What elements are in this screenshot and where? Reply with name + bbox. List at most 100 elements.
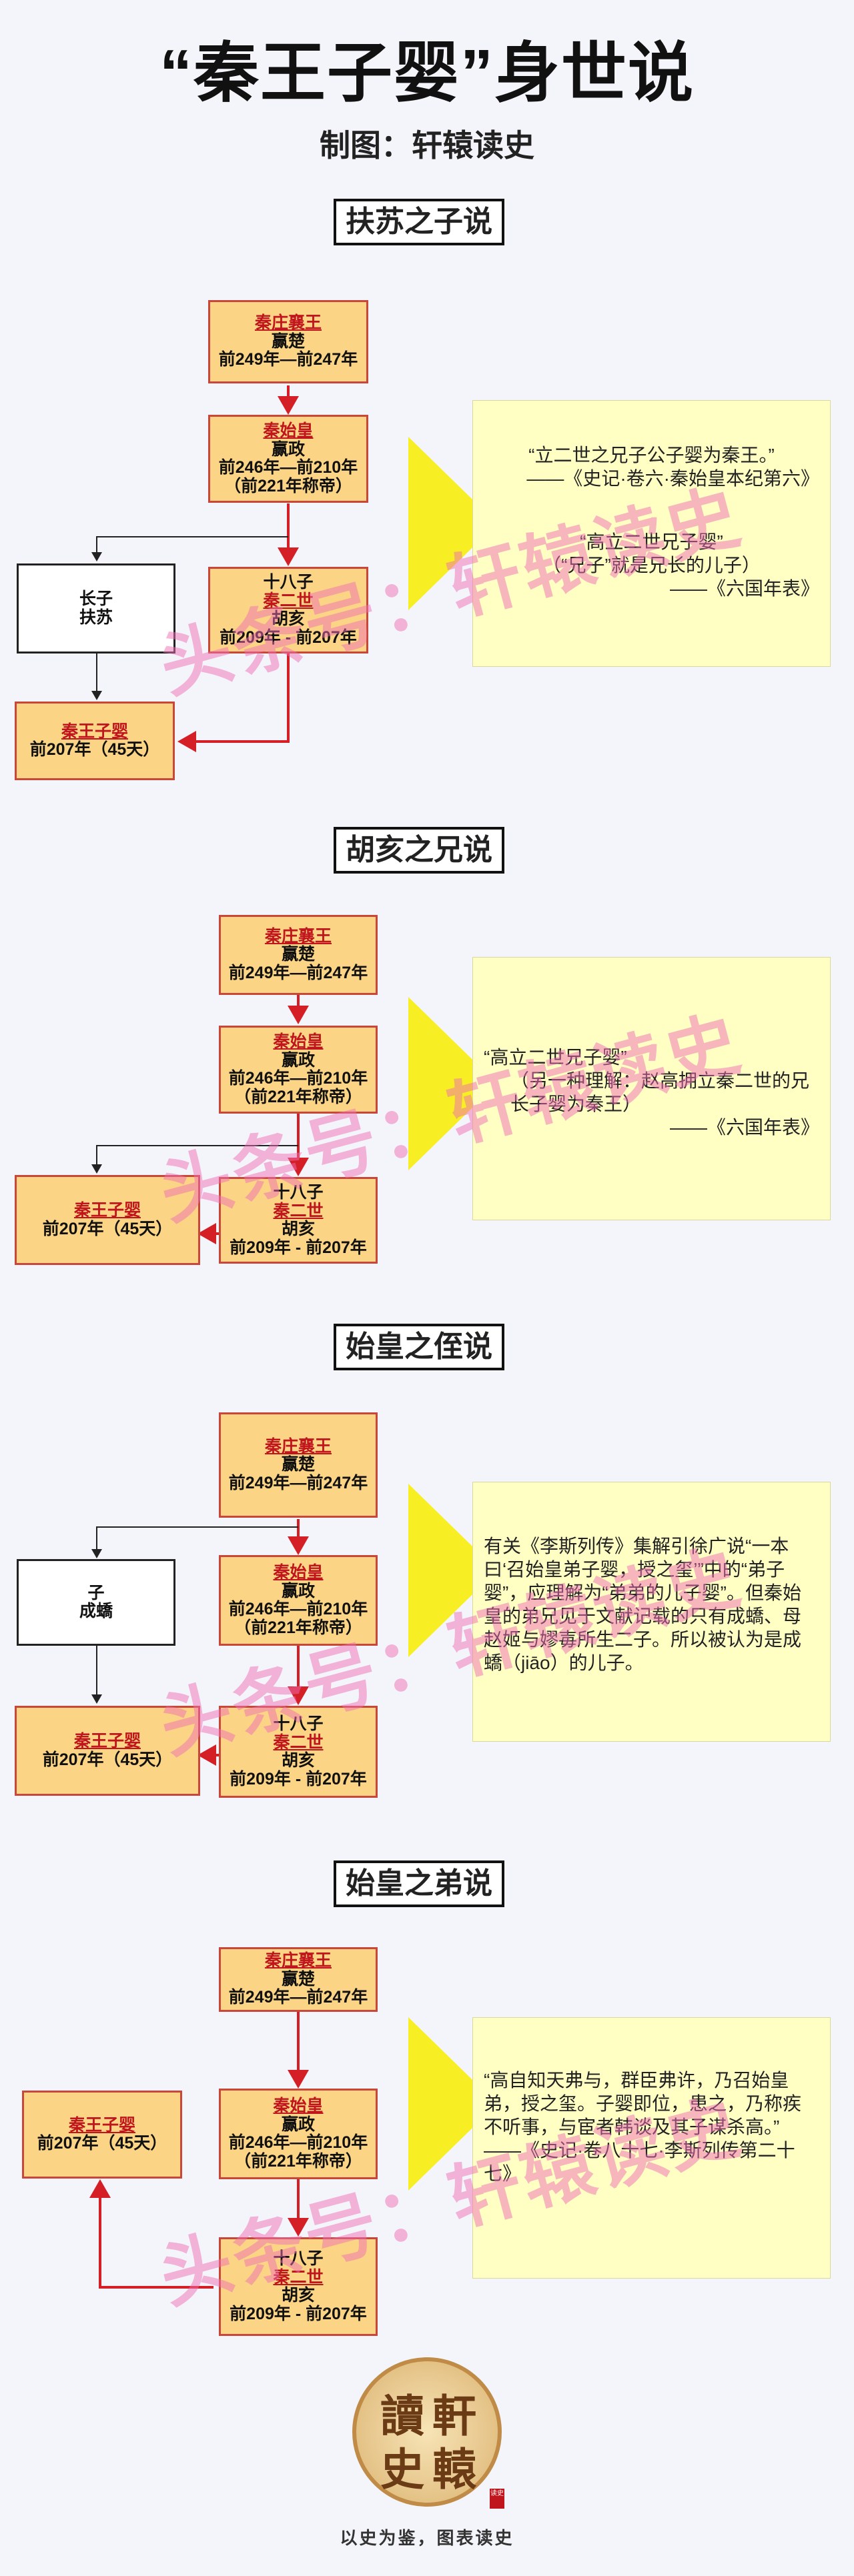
node-reign: 前209年 - 前207年 <box>220 627 357 647</box>
node-given-name: 胡亥 <box>281 2286 315 2305</box>
node-name: 秦始皇 <box>273 1032 324 1051</box>
node-reign: 前209年 - 前207年 <box>230 1769 367 1788</box>
node-given-name: 赢政 <box>281 1581 315 1600</box>
node-name: 秦庄襄王 <box>254 313 322 333</box>
logo-char: 軒 <box>432 2390 476 2442</box>
quote-box: “高立二世兄子婴” （另一种理解：赵高拥立秦二世的兄长子婴为秦王） ——《六国年… <box>472 957 831 1220</box>
node-reign: 前207年（45天） <box>29 740 160 759</box>
node-qin-ershi: 十八子 秦二世 胡亥 前209年 - 前207年 <box>208 567 368 654</box>
node-given-name: 赢政 <box>281 1050 315 1070</box>
node-reign: 前249年—前247年 <box>228 1473 368 1492</box>
quote-line: “高自知天弗与，群臣弗许，乃召始皇弟，授之玺。子婴即位，患之，乃称疾不听事，与宦… <box>484 2070 802 2137</box>
node-given-name: 赢政 <box>271 439 305 459</box>
quote-line: （另一种理解：赵高拥立秦二世的兄长子婴为秦王） <box>510 1070 810 1114</box>
node-reign: 前246年—前210年 <box>228 2133 368 2152</box>
quote-line: “高立二世兄子婴” <box>580 531 723 552</box>
node-name: 秦王子婴 <box>73 1732 141 1750</box>
node-reign: 前249年—前247年 <box>228 963 368 982</box>
quote-box: 有关《李斯列传》集解引徐广说“一本曰‘召始皇弟子婴，授之玺’”中的“弟子婴”，应… <box>472 1482 831 1742</box>
node-reign: 前207年（45天） <box>37 2134 167 2153</box>
node-name: 秦庄襄王 <box>264 1436 332 1456</box>
quote-line: 有关《李斯列传》集解引徐广说“一本曰‘召始皇弟子婴，授之玺’”中的“弟子婴”，应… <box>484 1536 802 1673</box>
node-reign: 前249年—前247年 <box>218 350 358 369</box>
node-name: 秦二世 <box>263 591 314 610</box>
node-reign: 前249年—前247年 <box>228 1988 368 2007</box>
section-heading: 胡亥之兄说 <box>334 827 504 874</box>
logo-char: 轅 <box>432 2443 476 2495</box>
node-name: 秦始皇 <box>273 2097 324 2115</box>
node-ziying: 秦王子婴 前207年（45天） <box>15 1706 200 1796</box>
node-reign: 前207年（45天） <box>42 1219 173 1238</box>
section-2-pointer <box>408 997 497 1170</box>
node-name: 秦王子婴 <box>61 722 128 741</box>
quote-box: “高自知天弗与，群臣弗许，乃召始皇弟，授之玺。子婴即位，患之，乃称疾不听事，与宦… <box>472 2017 831 2279</box>
logo-stamp: 读史 <box>490 2489 504 2509</box>
node-qin-shihuang: 秦始皇 赢政 前246年—前210年 （前221年称帝） <box>219 1555 378 1646</box>
quote-source: ——《六国年表》 <box>669 578 819 599</box>
brand-logo <box>352 2357 502 2507</box>
node-chengjiao: 子 成蟜 <box>17 1559 175 1646</box>
node-qin-zhuangxiang: 秦庄襄王 赢楚 前249年—前247年 <box>219 1947 378 2012</box>
logo-char: 讀 <box>380 2390 424 2442</box>
quote-line: （“兄子”就是兄长的儿子） <box>542 555 761 575</box>
node-given-name: 胡亥 <box>281 1751 315 1770</box>
node-rank: 十八子 <box>273 2249 324 2268</box>
node-rank: 长子 <box>79 589 113 608</box>
node-name: 秦始皇 <box>263 421 314 440</box>
node-given-name: 赢政 <box>281 2115 315 2134</box>
node-note: （前221年称帝） <box>234 2151 362 2171</box>
node-qin-ershi: 十八子 秦二世 胡亥 前209年 - 前207年 <box>219 1706 378 1798</box>
node-qin-ershi: 十八子 秦二世 胡亥 前209年 - 前207年 <box>219 2237 378 2336</box>
node-name: 秦王子婴 <box>73 1201 141 1220</box>
section-heading: 始皇之侄说 <box>334 1324 504 1370</box>
node-name: 秦二世 <box>273 1732 324 1752</box>
section-heading: 扶苏之子说 <box>334 199 504 245</box>
node-given-name: 赢楚 <box>271 331 305 351</box>
node-given-name: 赢楚 <box>281 1969 315 1989</box>
node-reign: 前209年 - 前207年 <box>230 1238 367 1257</box>
quote-source: ——《六国年表》 <box>669 1117 819 1138</box>
page-title: “秦王子婴”身世说 <box>159 36 695 109</box>
node-ziying: 秦王子婴 前207年（45天） <box>15 1175 200 1265</box>
node-given-name: 胡亥 <box>281 1220 315 1238</box>
node-reign: 前246年—前210年 <box>228 1600 368 1618</box>
node-note: （前221年称帝） <box>234 1618 362 1637</box>
quote-line: “立二世之兄子公子婴为秦王。” <box>528 445 775 465</box>
node-qin-zhuangxiang: 秦庄襄王 赢楚 前249年—前247年 <box>219 915 378 995</box>
node-given-name: 赢楚 <box>281 945 315 964</box>
section-1-pointer <box>408 437 497 610</box>
section-4-connectors <box>89 2012 497 2289</box>
quote-line: “高立二世兄子婴” <box>484 1047 627 1068</box>
node-qin-ershi: 十八子 秦二世 胡亥 前209年 - 前207年 <box>219 1177 378 1264</box>
node-qin-zhuangxiang: 秦庄襄王 赢楚 前249年—前247年 <box>208 300 368 383</box>
node-given-name: 胡亥 <box>271 609 305 628</box>
node-name: 秦庄襄王 <box>264 926 332 946</box>
node-fusu: 长子 扶苏 <box>17 563 175 654</box>
quote-source: ——《史记·卷六·秦始皇本纪第六》 <box>526 468 819 489</box>
node-qin-shihuang: 秦始皇 赢政 前246年—前210年 （前221年称帝） <box>219 2089 378 2179</box>
node-note: （前221年称帝） <box>234 1087 362 1106</box>
node-reign: 前207年（45天） <box>42 1750 173 1769</box>
node-rank: 十八子 <box>273 1714 324 1733</box>
node-given-name: 成蟜 <box>79 1602 113 1620</box>
node-name: 秦始皇 <box>273 1563 324 1582</box>
section-4-pointer <box>408 2017 497 2191</box>
node-reign: 前246年—前210年 <box>218 458 358 477</box>
node-rank: 十八子 <box>263 573 314 591</box>
node-rank: 子 <box>87 1583 105 1602</box>
section-2-connectors <box>91 995 497 1244</box>
node-qin-zhuangxiang: 秦庄襄王 赢楚 前249年—前247年 <box>219 1412 378 1518</box>
page-subtitle: 制图：轩辕读史 <box>320 128 534 163</box>
node-given-name: 赢楚 <box>281 1455 315 1474</box>
node-qin-shihuang: 秦始皇 赢政 前246年—前210年 （前221年称帝） <box>208 415 368 503</box>
logo-char: 史 <box>380 2443 424 2495</box>
section-1-connectors <box>91 385 497 752</box>
node-given-name: 扶苏 <box>79 607 113 627</box>
section-heading: 始皇之弟说 <box>334 1860 504 1907</box>
node-name: 秦王子婴 <box>68 2115 135 2135</box>
node-note: （前221年称帝） <box>224 476 352 495</box>
node-ziying: 秦王子婴 前207年（45天） <box>15 702 175 780</box>
brand-motto: 以史为鉴，图表读史 <box>340 2529 514 2549</box>
node-reign: 前209年 - 前207年 <box>230 2304 367 2323</box>
